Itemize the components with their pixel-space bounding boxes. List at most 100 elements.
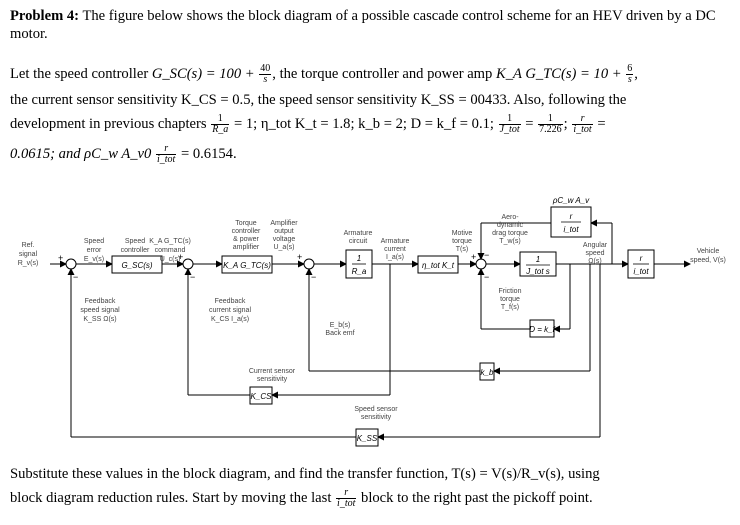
torque-ctrl-l4: amplifier (233, 244, 260, 251)
params-line-2: the current sensor sensitivity K_CS = 0.… (10, 92, 627, 108)
block-diagram: + − + − + − + − − G_SC(s) K_A G_TC(s) 1 … (18, 196, 726, 447)
frac-num: r (155, 144, 177, 155)
ka-gtc-block-label: K_A G_TC(s) (223, 261, 271, 270)
text-fragment: Let the speed controller (10, 65, 152, 82)
text-fragment: development in previous chapters (10, 115, 211, 132)
feedback-current-l1: Feedback (215, 298, 246, 305)
intro-text: The figure below shows the block diagram… (10, 8, 716, 42)
feedback-speed-l2: speed signal (80, 307, 120, 314)
ref-signal-l3: R_v(s) (18, 260, 39, 267)
frac-num: 40 (259, 63, 272, 75)
torque-ctrl-l2: controller (232, 228, 261, 235)
speed-error-l1: Speed (84, 238, 104, 245)
frac-den: 7.226 (539, 124, 562, 135)
motive-torque-l3: T(s) (456, 246, 468, 253)
armature-current-l1: Armature (381, 238, 410, 245)
frac-den: i_tot (156, 154, 176, 165)
sign-plus: + (58, 253, 63, 263)
vehicle-speed-l2: speed, V(s) (690, 257, 726, 264)
sign-minus: − (311, 272, 316, 282)
text-fragment: , (634, 65, 638, 82)
inertia-num: 1 (536, 255, 540, 264)
text-fragment: , the torque controller and power amp (272, 65, 496, 82)
speed-ctrl-l3: command (155, 247, 186, 254)
aero-drag-l4: T_w(s) (499, 238, 520, 245)
arm-block-num: 1 (357, 254, 361, 263)
feedback-speed-l3: K_SS Ω(s) (83, 316, 116, 323)
aero-drag-l1: Aero- (501, 214, 519, 221)
sign-minus: − (73, 272, 78, 282)
sign-plus: + (297, 252, 302, 262)
feedback-speed-l1: Feedback (85, 298, 116, 305)
armature-current-l2: current (384, 246, 406, 253)
sign-minus: − (484, 272, 489, 282)
armature-circuit-l2: circuit (349, 238, 367, 245)
frac-den: R_a (212, 124, 229, 135)
armature-circuit-l1: Armature (344, 230, 373, 237)
arm-block-den: R_a (352, 267, 367, 276)
frac-den: i_tot (337, 498, 356, 509)
frac-num: 6 (626, 63, 634, 75)
torque-ctrl-l1: Torque (235, 220, 257, 227)
back-emf-l2: Back emf (325, 330, 354, 337)
back-emf-l1: E_b(s) (330, 322, 351, 329)
aero-drag-l3: drag torque (492, 230, 528, 237)
aero-drag-l2: dynamic (497, 222, 524, 229)
ref-signal-l2: signal (19, 251, 38, 258)
text-fragment: block diagram reduction rules. Start by … (10, 489, 336, 506)
text-fragment: = (593, 115, 606, 132)
gear-num: r (640, 254, 643, 263)
frac-den: J_tot (499, 124, 520, 135)
amp-output-l2: output (274, 228, 294, 235)
frac-num: 1 (538, 114, 563, 125)
angular-speed-l3: Ω(s) (588, 258, 601, 265)
friction-block-label: D = k_f (529, 325, 555, 334)
frac-num: 1 (498, 114, 521, 125)
motive-torque-l1: Motive (452, 230, 473, 237)
eta-block-label: η_tot K_t (422, 261, 455, 270)
angular-speed-l2: speed (585, 250, 604, 257)
text-fragment: = 0.6154. (177, 145, 237, 162)
text-fragment: 0.0615; and ρC_w A_v0 (10, 145, 155, 162)
frac-den: s (263, 74, 268, 85)
speed-error-l3: E_v(s) (84, 256, 104, 263)
kcs-block-label: K_CS (251, 392, 273, 401)
problem-intro: Problem 4: The figure below shows the bl… (10, 7, 732, 43)
inertia-den: J_tot s (525, 267, 550, 276)
feedback-current-l2: current signal (209, 307, 251, 314)
frac-num: r (572, 114, 593, 125)
speed-error-l2: error (87, 247, 102, 254)
kss-block-label: K_SS (357, 434, 378, 443)
frac-den: s (627, 74, 632, 85)
motive-torque-l2: torque (452, 238, 472, 245)
speed-ctrl-l1: Speed (125, 238, 145, 245)
torque-ctrl-l3: & power (233, 236, 259, 243)
amp-output-l3: voltage (273, 236, 296, 243)
aero-block-num: r (570, 212, 573, 221)
current-sensor-l1: Current sensor (249, 368, 296, 375)
armature-current-l3: I_a(s) (386, 254, 404, 261)
ka-gtc-top-label: K_A G_TC(s) (149, 238, 191, 245)
friction-torque-l3: T_f(s) (501, 304, 519, 311)
frac-num: 1 (211, 114, 230, 125)
params-line-1: Let the speed controller G_SC(s) = 100 +… (10, 64, 732, 85)
text-fragment: = (521, 115, 538, 132)
amp-output-l4: U_a(s) (273, 244, 294, 251)
gtc-equation: K_A G_TC(s) = 10 + (495, 65, 626, 82)
frac-num: r (336, 488, 357, 499)
frac-den: i_tot (573, 124, 592, 135)
friction-torque-l1: Friction (499, 288, 522, 295)
friction-torque-l2: torque (500, 296, 520, 303)
text-fragment: ; (563, 115, 572, 132)
amp-output-l1: Amplifier (270, 220, 298, 227)
speed-sensor-l2: sensitivity (361, 414, 392, 421)
